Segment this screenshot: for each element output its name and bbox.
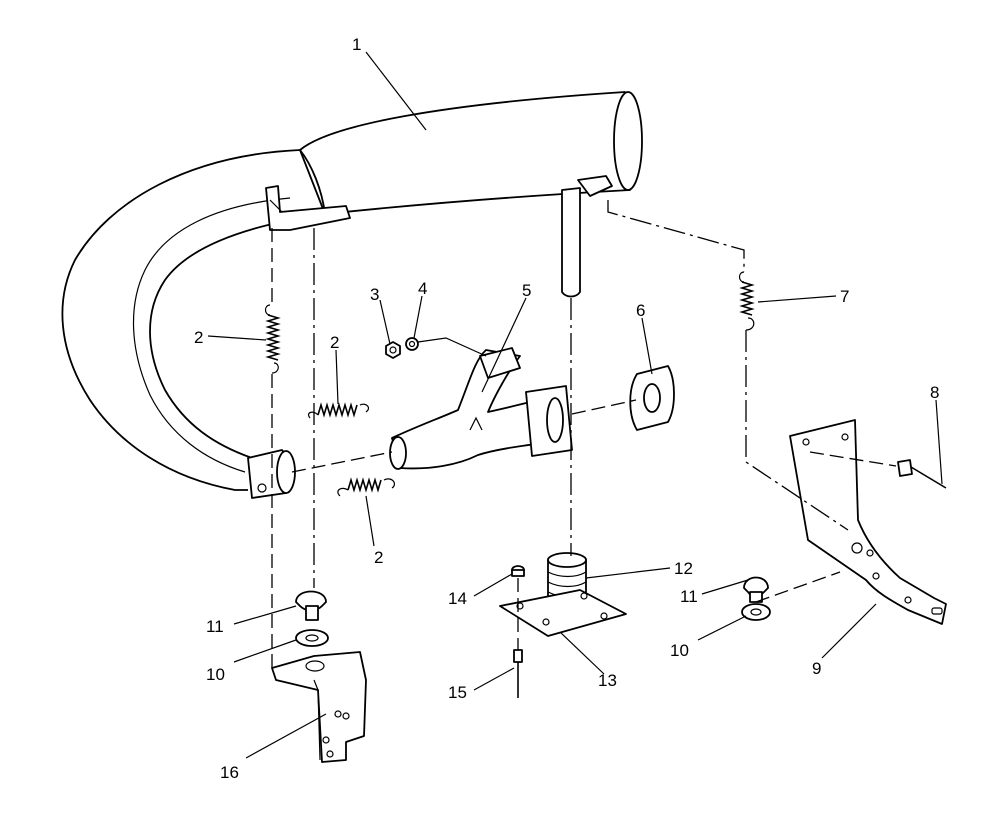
callout-10-left: 10: [206, 665, 225, 684]
spring-right: [738, 271, 755, 331]
assembly-lines: [271, 200, 897, 672]
nut: [385, 341, 401, 359]
left-bracket: [271, 651, 367, 763]
washer-right: [741, 603, 771, 621]
callout-4: 4: [418, 279, 427, 298]
callout-12: 12: [674, 559, 693, 578]
callout-13: 13: [598, 671, 617, 690]
washer: [405, 337, 419, 351]
callout-15: 15: [448, 683, 467, 702]
washer-left: [295, 629, 329, 647]
callout-5: 5: [522, 281, 531, 300]
callout-6: 6: [636, 301, 645, 320]
mount-plate: [499, 589, 627, 637]
spring-middle: [307, 402, 370, 419]
callout-1: 1: [352, 35, 361, 54]
callout-2-lower: 2: [374, 548, 383, 567]
rubber-bumper-left: [295, 590, 327, 621]
spring-lower: [337, 477, 396, 497]
callout-labels: 1 2 2 2 3 4 5 6 7 8 9 10 10 11 11 12 13 …: [194, 35, 939, 782]
callout-10-right: 10: [670, 641, 689, 660]
muffler: [61, 91, 643, 499]
leader-lines: [207, 51, 943, 759]
callout-16: 16: [220, 763, 239, 782]
gasket: [629, 365, 675, 431]
spring-left: [264, 304, 281, 374]
callout-9: 9: [812, 659, 821, 678]
small-nut: [511, 565, 525, 577]
rubber-bumper-right: [743, 576, 769, 603]
callout-8: 8: [930, 383, 939, 402]
callout-14: 14: [448, 589, 467, 608]
callout-11-right: 11: [680, 587, 698, 606]
callout-3: 3: [370, 285, 379, 304]
callout-11-left: 11: [206, 617, 224, 636]
callout-2-left: 2: [194, 328, 203, 347]
bolt: [897, 459, 947, 489]
right-bracket: [789, 419, 947, 625]
y-pipe: [389, 347, 573, 470]
callout-7: 7: [840, 287, 849, 306]
callout-2-middle: 2: [330, 333, 339, 352]
screw: [513, 649, 523, 698]
